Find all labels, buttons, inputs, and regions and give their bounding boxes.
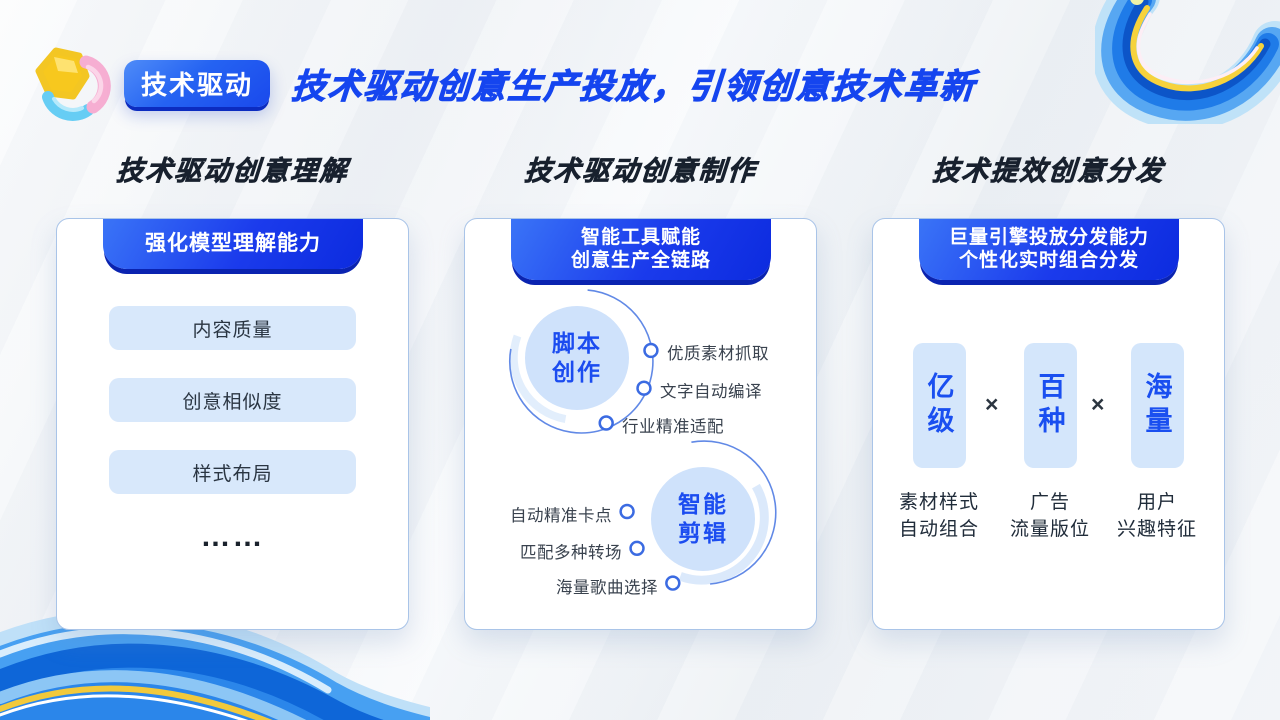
bubble-line: 创作 [552, 359, 602, 385]
factor-label-line: 用户 [1136, 492, 1177, 513]
bubble-line: 脚本 [552, 330, 602, 356]
column-heading: 技术提效创意分发 [931, 156, 1166, 187]
content-columns: 技术驱动创意理解 强化模型理解能力 内容质量 创意相似度 样式布局 …… 技术驱… [56, 152, 1225, 630]
factor-label: 用户 兴趣特征 [1117, 489, 1197, 543]
card-model-understanding: 强化模型理解能力 内容质量 创意相似度 样式布局 …… [56, 218, 409, 630]
ribbon-line: 巨量引擎投放分发能力 [948, 227, 1149, 248]
bubble-line: 剪辑 [678, 520, 728, 546]
decorative-swirl-top-right [1095, 0, 1280, 124]
flow-item: 匹配多种转场 [520, 544, 622, 562]
factor-box: 百种 [1023, 343, 1077, 468]
factor-label: 广告 流量版位 [1010, 489, 1090, 543]
page-title: 技术驱动创意生产投放，引领创意技术革新 [290, 67, 978, 106]
factor-box: 亿级 [912, 343, 966, 468]
understanding-item: 创意相似度 [109, 378, 356, 422]
flow-item: 文字自动编译 [660, 383, 762, 401]
factor-user-interests: 海量 用户 兴趣特征 [1111, 343, 1203, 543]
multiply-sign: × [1091, 391, 1105, 417]
card-distribution-capability: 巨量引擎投放分发能力 个性化实时组合分发 亿级 素材样式 自动组合 × 百种 [872, 218, 1225, 630]
ribbon-line: 个性化实时组合分发 [958, 250, 1139, 271]
column-heading: 技术驱动创意理解 [115, 156, 350, 187]
card-ribbon: 智能工具赋能 创意生产全链路 [511, 219, 771, 280]
factor-label-line: 兴趣特征 [1116, 519, 1197, 540]
factor-box: 海量 [1130, 343, 1184, 468]
card-ribbon: 强化模型理解能力 [103, 219, 363, 269]
factor-term: 亿级 [923, 371, 954, 440]
factor-term: 海量 [1141, 371, 1172, 440]
understanding-item: 样式布局 [109, 450, 356, 494]
flow-item: 海量歌曲选择 [556, 579, 658, 597]
ribbon-line: 创意生产全链路 [570, 250, 711, 271]
flow-arcs [508, 289, 777, 591]
header: 技术驱动 技术驱动创意生产投放，引领创意技术革新 [28, 44, 978, 122]
understanding-item: 内容质量 [109, 306, 356, 350]
factor-label-line: 素材样式 [898, 492, 979, 513]
column-creative-understanding: 技术驱动创意理解 强化模型理解能力 内容质量 创意相似度 样式布局 …… [56, 152, 409, 630]
bubble-line: 智能 [678, 491, 728, 517]
ribbon-line: 智能工具赋能 [580, 227, 701, 248]
factor-ad-placements: 百种 广告 流量版位 [1004, 343, 1096, 543]
factor-label-line: 流量版位 [1009, 519, 1090, 540]
card-ribbon: 巨量引擎投放分发能力 个性化实时组合分发 [919, 219, 1179, 280]
column-creative-production: 技术驱动创意制作 智能工具赋能 创意生产全链路 [464, 152, 817, 630]
bubble-script-creation: 脚本 创作 [525, 306, 629, 410]
factor-label-line: 自动组合 [898, 519, 979, 540]
flow-item: 优质素材抓取 [667, 345, 769, 363]
factor-label: 素材样式 自动组合 [899, 489, 979, 543]
ellipsis-more: …… [200, 520, 265, 553]
flow-item: 行业精准适配 [622, 418, 724, 436]
card-smart-tools: 智能工具赋能 创意生产全链路 脚本 创作 [464, 218, 817, 630]
factor-label-line: 广告 [1029, 492, 1070, 513]
flow-item: 自动精准卡点 [510, 507, 612, 525]
factor-term: 百种 [1034, 371, 1065, 440]
bubble-smart-editing: 智能 剪辑 [651, 467, 755, 571]
multiply-sign: × [985, 391, 999, 417]
brand-logo-icon [35, 47, 111, 121]
column-creative-distribution: 技术提效创意分发 巨量引擎投放分发能力 个性化实时组合分发 亿级 素材样式 自动… [872, 152, 1225, 630]
factor-material-styles: 亿级 素材样式 自动组合 [893, 343, 985, 543]
section-badge: 技术驱动 [124, 59, 270, 107]
column-heading: 技术驱动创意制作 [523, 156, 758, 187]
